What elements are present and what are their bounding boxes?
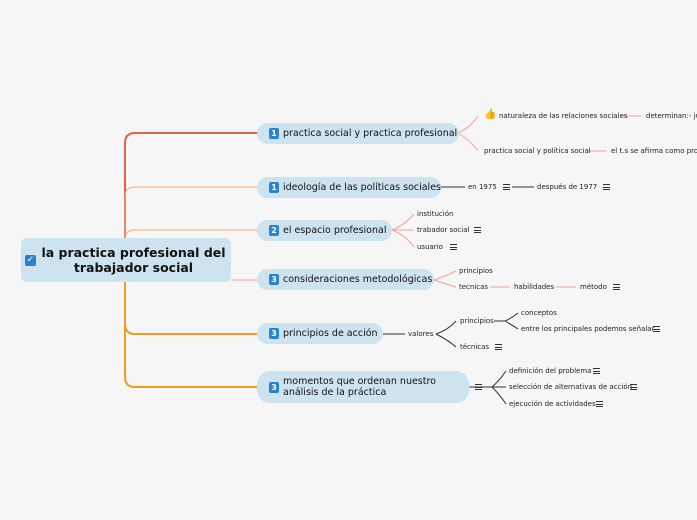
priority-number-icon: 3: [269, 381, 279, 393]
checkbox-icon: ✓: [25, 254, 36, 266]
central-topic-title: la practica profesional del trabajador s…: [41, 245, 226, 275]
subtopic[interactable]: principios: [460, 317, 494, 325]
subtopic[interactable]: principios: [459, 267, 493, 275]
notes-icon[interactable]: [613, 284, 620, 290]
notes-icon[interactable]: [630, 384, 637, 390]
notes-icon[interactable]: [593, 368, 600, 374]
subtopic[interactable]: después de 1977: [537, 183, 598, 191]
subtopic[interactable]: valores: [408, 330, 434, 338]
priority-number-icon: 3: [269, 328, 279, 339]
topic-label: practica social y practica profesional: [283, 128, 458, 139]
subtopic[interactable]: en 1975: [468, 183, 497, 191]
subtopic[interactable]: trabador social: [417, 226, 470, 234]
priority-number-icon: 1: [269, 182, 279, 193]
notes-icon[interactable]: [653, 326, 660, 332]
subtopic[interactable]: - jus: [689, 112, 697, 120]
topic-label: el espacio profesional: [283, 225, 387, 236]
subtopic[interactable]: practica social y política social: [484, 147, 591, 155]
topic-consideraciones[interactable]: 3 consideraciones metodológicas: [257, 269, 434, 290]
subtopic[interactable]: entre los principales podemos señalar: [521, 325, 655, 333]
subtopic[interactable]: definición del problema: [509, 367, 592, 375]
topic-label: principios de acción: [283, 328, 378, 339]
thumbs-up-icon: 👍: [484, 109, 497, 120]
topic-principios-accion[interactable]: 3 principios de acción: [257, 323, 383, 344]
topic-label: momentos que ordenan nuestro análisis de…: [283, 376, 436, 398]
notes-icon[interactable]: [474, 227, 481, 233]
subtopic[interactable]: institución: [417, 210, 454, 218]
priority-number-icon: 3: [269, 274, 279, 285]
topic-ideologia[interactable]: 1 ideología de las políticas sociales: [257, 177, 441, 198]
notes-icon[interactable]: [603, 184, 610, 190]
notes-icon[interactable]: [596, 401, 603, 407]
notes-icon[interactable]: [450, 244, 457, 250]
subtopic[interactable]: naturaleza de las relaciones sociales: [499, 112, 628, 120]
topic-practica-social[interactable]: 1 practica social y practica profesional: [257, 123, 459, 144]
topic-espacio-profesional[interactable]: 2 el espacio profesional: [257, 220, 392, 241]
subtopic[interactable]: selección de alternativas de acción: [509, 383, 633, 391]
topic-momentos[interactable]: 3 momentos que ordenan nuestro análisis …: [257, 371, 469, 403]
subtopic[interactable]: conceptos: [521, 309, 557, 317]
priority-number-icon: 1: [269, 128, 279, 139]
topic-label: ideología de las políticas sociales: [283, 182, 441, 193]
priority-number-icon: 2: [269, 225, 279, 236]
subtopic[interactable]: técnicas: [460, 343, 490, 351]
subtopic[interactable]: ejecución de actividades: [509, 400, 596, 408]
topic-label: consideraciones metodológicas: [283, 274, 433, 285]
subtopic[interactable]: usuario: [417, 243, 443, 251]
subtopic[interactable]: habilidades: [514, 283, 555, 291]
notes-icon[interactable]: [503, 184, 510, 190]
subtopic[interactable]: tecnicas: [459, 283, 489, 291]
subtopic[interactable]: determinan:: [646, 112, 689, 120]
central-topic[interactable]: ✓ la practica profesional del trabajador…: [21, 238, 231, 282]
notes-icon[interactable]: [495, 344, 502, 350]
subtopic[interactable]: el t.s se afirma como profes: [611, 147, 697, 155]
notes-icon[interactable]: [475, 384, 482, 390]
subtopic[interactable]: método: [580, 283, 607, 291]
